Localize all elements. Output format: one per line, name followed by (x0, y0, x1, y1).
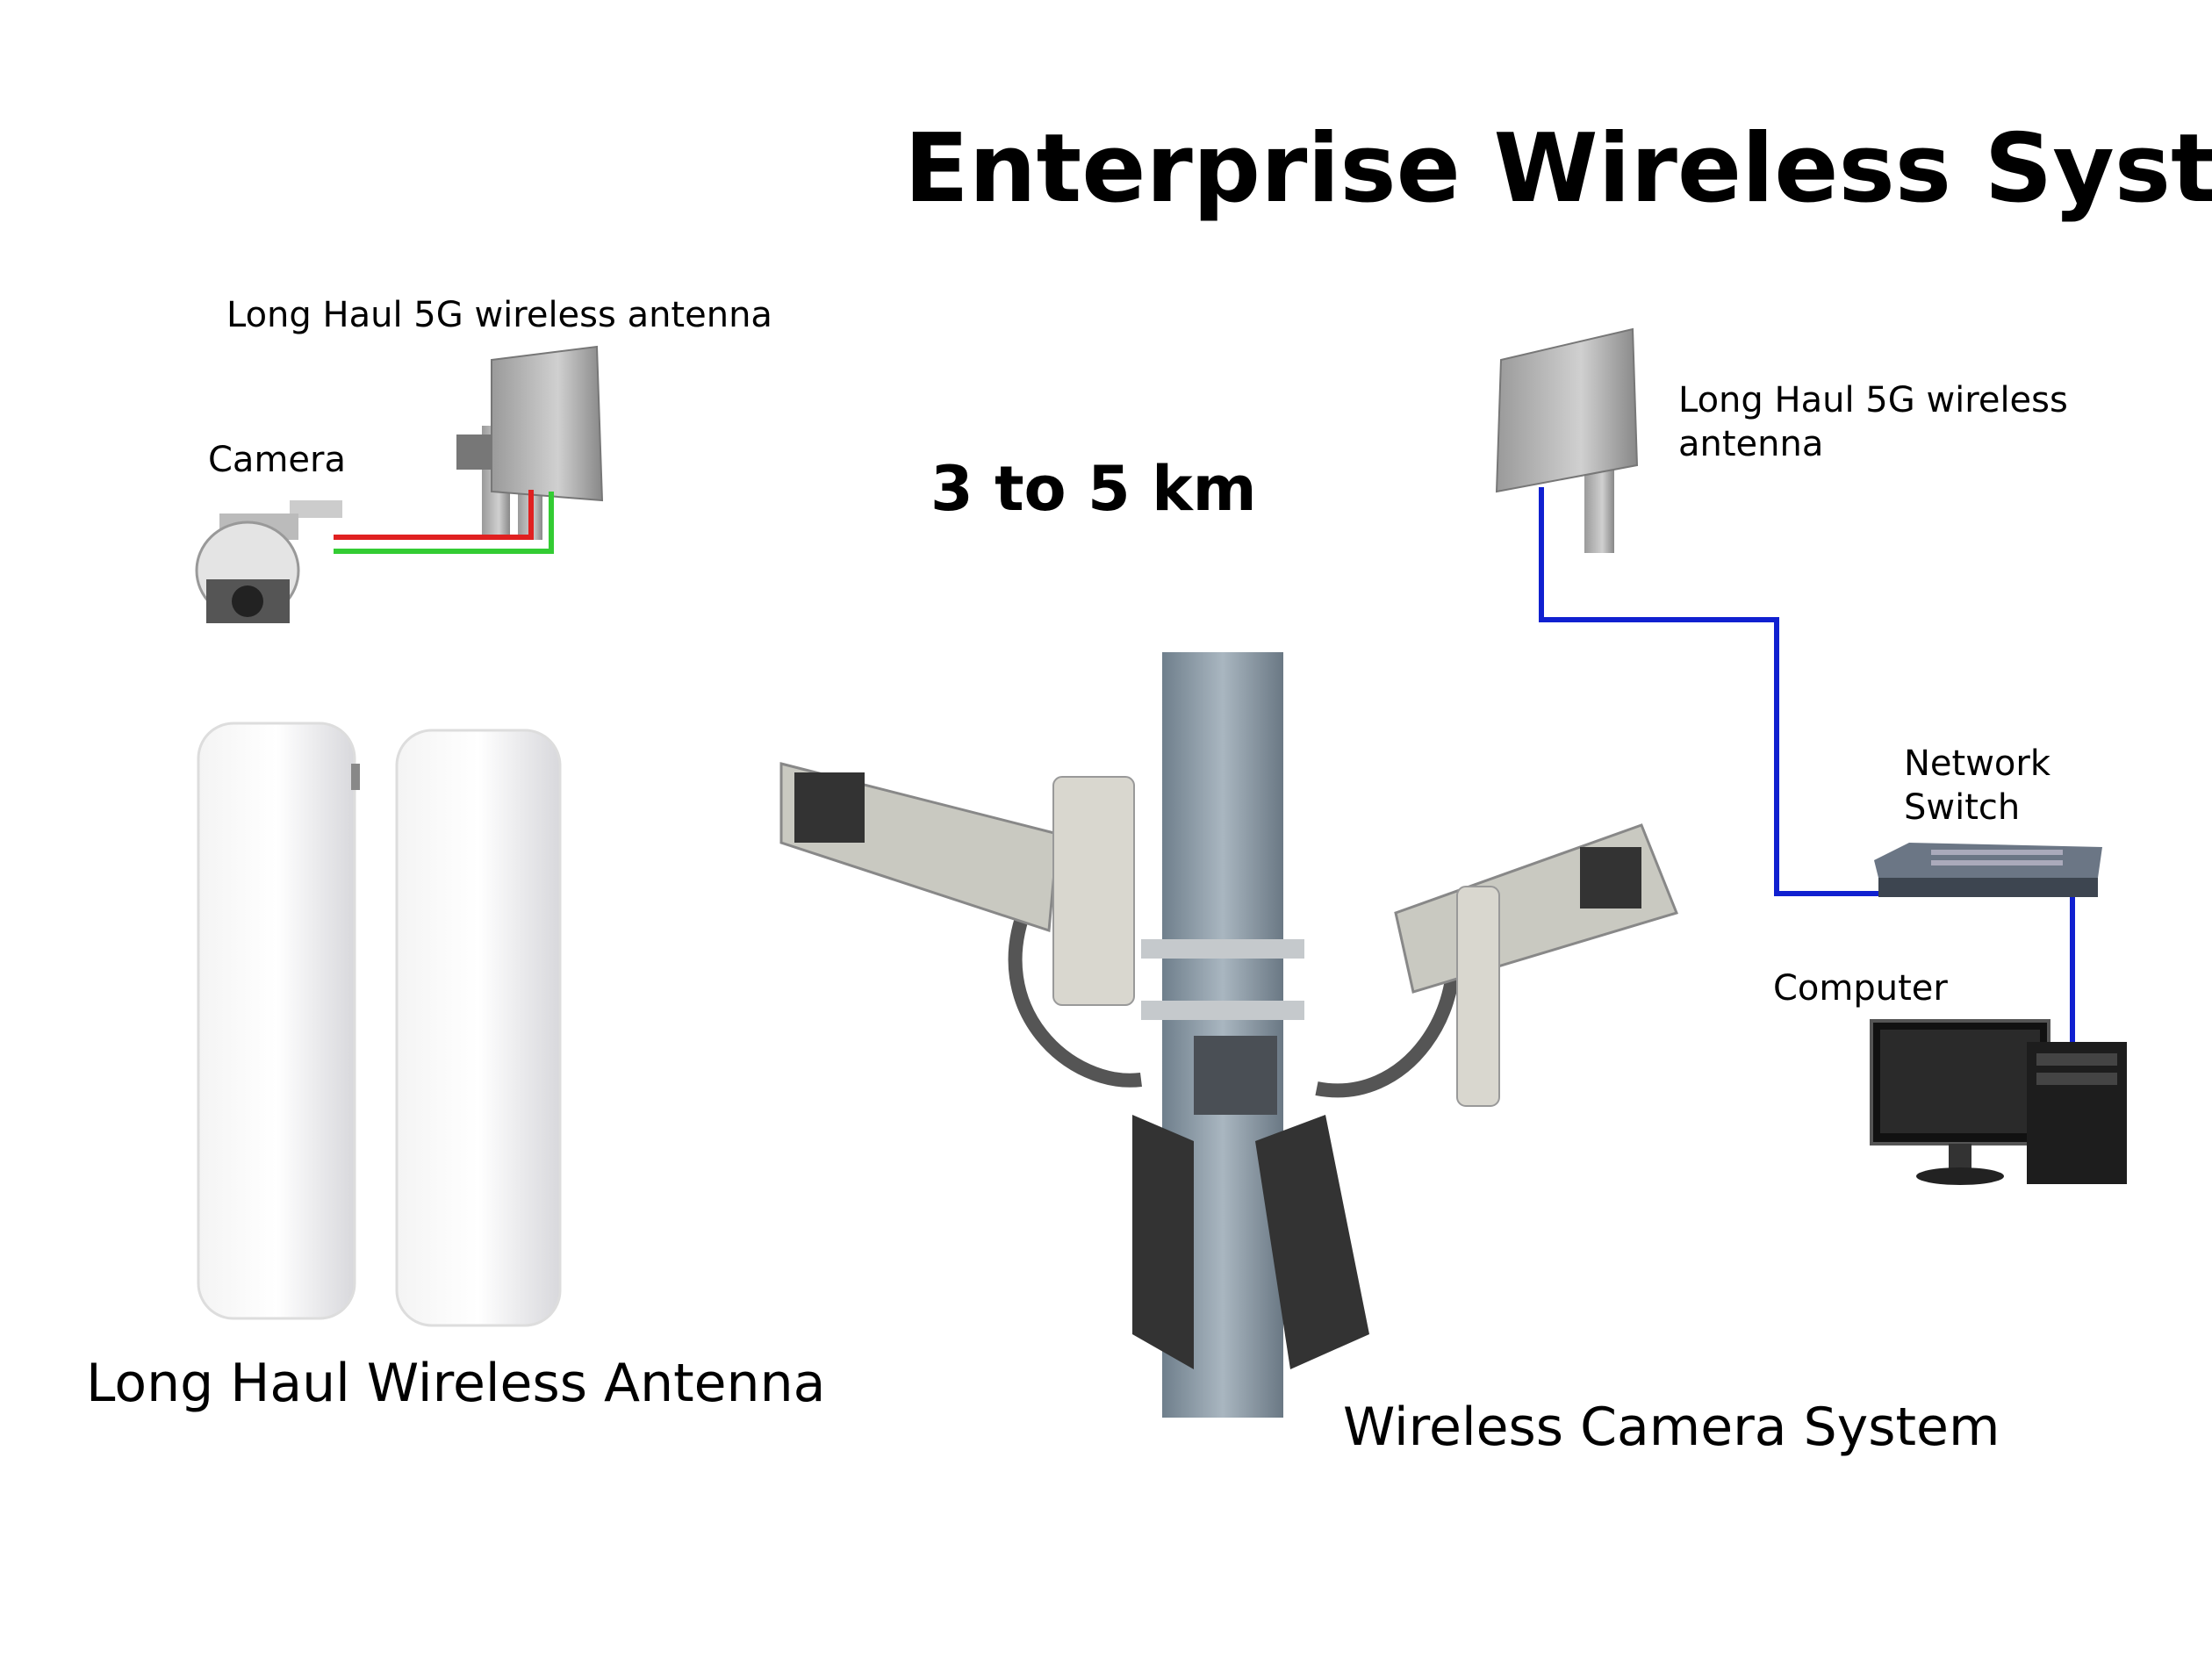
switch-label-line2: Switch (1904, 787, 2021, 828)
network-cable (1539, 487, 2075, 1045)
long-haul-caption: Long Haul Wireless Antenna (86, 1353, 826, 1414)
camera-label: Camera (208, 440, 346, 480)
camera-pole-icon (779, 652, 1679, 1418)
page-title: Enterprise Wireless System (904, 114, 2212, 224)
computer-label: Computer (1773, 968, 1948, 1009)
computer-icon (1870, 1019, 2127, 1185)
right-antenna-label-line2: antenna (1678, 424, 1824, 464)
right-antenna-label-line1: Long Haul 5G wireless (1678, 380, 2068, 420)
distance-label: 3 to 5 km (930, 453, 1257, 525)
network-switch-icon (1874, 843, 2102, 897)
camera-system-caption: Wireless Camera System (1343, 1397, 2000, 1458)
long-haul-antenna-units (197, 722, 562, 1327)
panel-antenna-left-icon (456, 345, 604, 540)
switch-label-line1: Network (1904, 743, 2051, 784)
left-antenna-label: Long Haul 5G wireless antenna (226, 295, 772, 335)
camera-cable (334, 490, 554, 554)
ptz-camera-icon (195, 500, 342, 623)
panel-antenna-right-icon (1495, 327, 1639, 553)
